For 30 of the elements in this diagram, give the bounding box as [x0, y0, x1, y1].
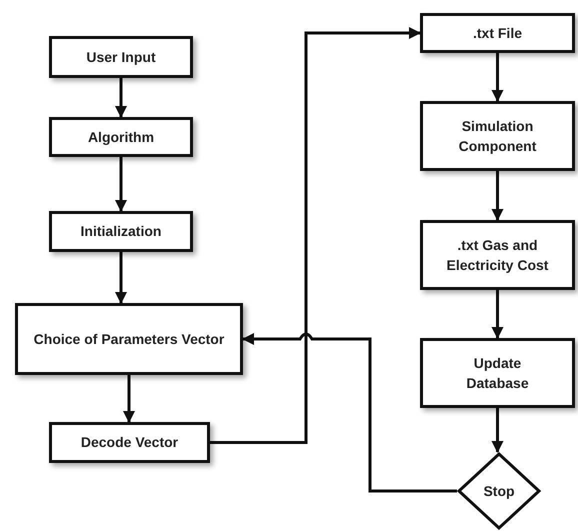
- node-label: Initialization: [80, 222, 162, 242]
- node-label: .txt File: [472, 24, 523, 43]
- process-box: [49, 422, 210, 463]
- node-label: Choice of Parameters Vector: [32, 330, 226, 349]
- arrow: [492, 171, 504, 221]
- node-label: Update Database: [465, 354, 530, 393]
- process-box: [420, 338, 575, 408]
- process-box: [420, 13, 575, 53]
- process-box: [49, 36, 193, 78]
- node-label: Algorithm: [86, 128, 156, 147]
- arrow: [115, 78, 127, 118]
- arrow: [492, 53, 504, 102]
- arrow: [115, 252, 127, 304]
- arrow: [115, 157, 127, 212]
- process-box: [49, 211, 193, 252]
- node-label: .txt Gas and Electricity Cost: [446, 236, 550, 275]
- node-label: Stop: [482, 482, 516, 501]
- arrow: [492, 408, 504, 453]
- decision-diamond: [457, 452, 541, 530]
- process-box: [420, 220, 575, 290]
- arrow: [492, 290, 504, 339]
- arrow: [123, 375, 135, 423]
- node-label: User Input: [85, 48, 157, 67]
- node-label: Decode Vector: [80, 433, 180, 452]
- node-label: Simulation Component: [458, 116, 538, 156]
- process-box: [49, 117, 193, 157]
- process-box: [420, 101, 575, 171]
- arrow: [242, 332, 457, 492]
- process-box: [15, 303, 243, 375]
- arrow: [210, 27, 421, 444]
